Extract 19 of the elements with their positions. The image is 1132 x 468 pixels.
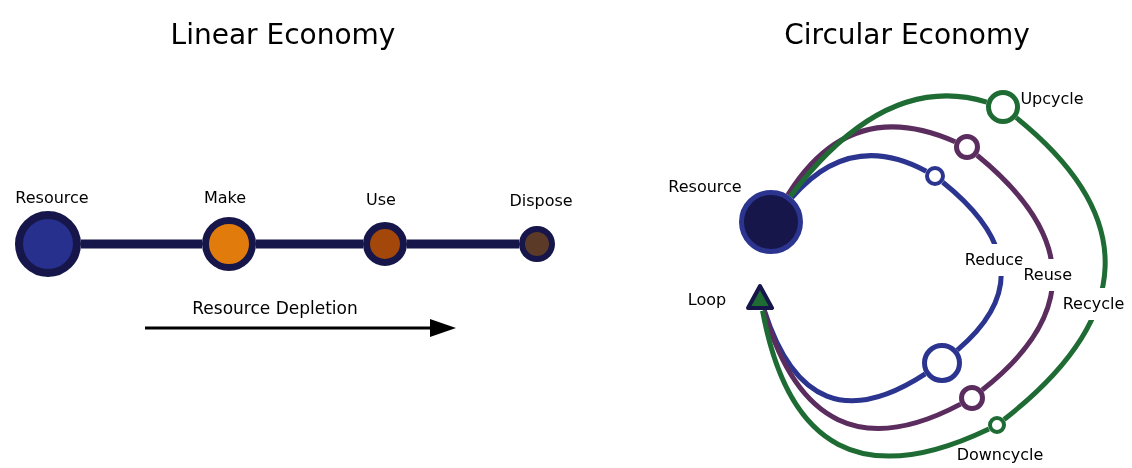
connector-line (790, 153, 928, 200)
section-heading: Circular Economy (784, 17, 1030, 53)
connector-line (760, 310, 990, 459)
node-label: Downcycle (956, 444, 1044, 466)
connector-line (81, 239, 202, 249)
node-label: Make (203, 187, 247, 209)
node-label: Use (366, 189, 396, 211)
direction-label: Resource Depletion (192, 297, 358, 320)
node-label: Resource (15, 187, 89, 209)
connector-line (1002, 115, 1108, 422)
node-label: Loop (687, 289, 727, 311)
connector-line (788, 93, 988, 199)
connector-line (407, 239, 519, 249)
section-heading: Linear Economy (170, 17, 396, 53)
node-label: Dispose (509, 190, 573, 212)
connector-line (975, 153, 1056, 392)
node-label: Resource (668, 176, 742, 198)
connector-line (256, 239, 363, 249)
node-label: Upcycle (1020, 88, 1084, 110)
